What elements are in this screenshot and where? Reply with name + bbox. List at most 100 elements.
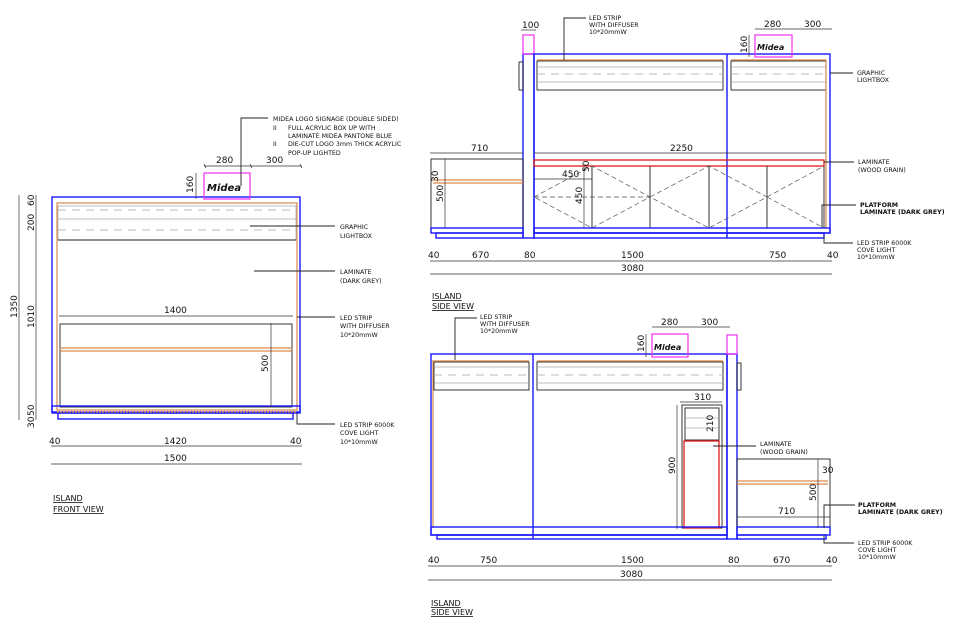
callout-led-strip: 10*20mmW [340,332,378,339]
dim-text: 710 [778,507,795,517]
dim-text: 40 [826,556,838,566]
callout-laminate: (WOOD GRAIN) [760,449,808,456]
bullet: II [273,141,277,148]
plinth [533,232,825,239]
fridge [681,404,723,529]
midea-logo-signage [203,172,251,200]
dim-text: 1350 [10,295,20,318]
front-frame [51,196,301,413]
callout-laminate: (WOOD GRAIN) [858,167,906,174]
front-view: Midea 280 300 160 1350 60 200 1010 30 50… [10,116,402,514]
dim-text: 30 [27,416,37,428]
callout-led-cove: LED STRIP 6000K [858,540,913,547]
front-inner-panel [59,323,293,408]
callout-led-strip: WITH DIFFUSER [340,323,390,330]
graphic-lightbox [536,60,724,91]
dim-text: 50 [27,404,37,416]
callout-platform: LAMINATE (DARK GREY) [860,209,945,216]
callout-led-cove: LED STRIP 6000K [340,422,395,429]
dim-text: 670 [773,556,790,566]
callout-signage: MIDEA LOGO SIGNAGE (DOUBLE SIDED) [273,116,399,123]
side-frame [430,353,728,536]
callout-lightbox: LIGHTBOX [857,77,890,84]
plinth [436,534,728,540]
front-plinth [57,412,294,420]
dim-text: 160 [740,36,750,53]
plinth [736,534,827,540]
dim-text: 280 [216,156,233,166]
callout-led-strip: LED STRIP [340,315,372,322]
dim-text: 3080 [621,264,644,274]
callout-laminate: LAMINATE [340,269,372,276]
view-title: ISLAND [432,292,462,301]
midea-logo-signage [754,34,793,58]
callout-lightbox: GRAPHIC [340,224,369,231]
laminate-wood-grain [533,159,825,167]
graphic-lightbox [536,361,724,391]
dim-text: 280 [661,318,678,328]
dim-text: 200 [27,214,37,231]
callout-lightbox: GRAPHIC [857,70,886,77]
callout-signage: DIE-CUT LOGO 3mm THICK ACRYLIC [288,141,402,148]
view-title: FRONT VIEW [53,505,104,514]
dim-text: 40 [428,556,440,566]
dim-text: 100 [522,21,539,31]
bullet: II [273,125,277,132]
callout-led-strip: 10*20mmW [480,328,518,335]
callout-led-strip: LED STRIP [480,314,512,321]
plinth [435,232,524,239]
callout-led-cove: 10*10mmW [857,254,895,261]
dim-text: 750 [480,556,497,566]
dim-text: 30 [822,466,834,476]
side-view-2: Midea 280 300 160 310 900 210 500 30 710… [428,314,943,617]
dim-text: 300 [266,156,283,166]
midea-logo-signage [651,333,689,358]
dim-text: 1010 [27,305,37,328]
dim-text: 1400 [164,306,187,316]
view-title: ISLAND [53,494,83,503]
dim-text: 1500 [621,556,644,566]
dim-text: 50 [582,160,592,172]
dim-text: 210 [706,415,716,432]
dim-text: 3080 [620,570,643,580]
callout-led-cove: 10*10mmW [858,554,896,561]
post-cap [522,34,535,55]
view-title: ISLAND [431,599,461,608]
midea-logo: Midea [207,183,241,194]
dim-text: 500 [261,355,271,372]
graphic-lightbox [433,361,530,391]
dim-text: 300 [804,20,821,30]
callout-led-cove: COVE LIGHT [340,430,379,437]
dim-text: 300 [701,318,718,328]
callout-platform: PLATFORM [860,202,898,209]
dim-text: 310 [694,393,711,403]
midea-logo: Midea [654,343,681,352]
dim-text: 160 [637,335,647,352]
dim-text: 40 [49,437,61,447]
dim-text: 450 [575,187,585,204]
dim-text: 40 [290,437,302,447]
dim-text: 40 [827,251,839,261]
callout-platform: LAMINATE (DARK GREY) [858,509,943,516]
dim-text: 80 [524,251,536,261]
post [522,53,535,239]
post-cap [726,334,738,355]
callout-led-cove: COVE LIGHT [858,547,897,554]
callout-signage: LAMINATE MIDEA PANTONE BLUE [288,133,392,140]
dim-text: 40 [428,251,440,261]
dim-text: 160 [186,176,196,193]
view-title: SIDE VIEW [431,608,473,617]
dim-text: 60 [27,194,37,206]
dim-text: 750 [769,251,786,261]
view-title: SIDE VIEW [432,302,474,311]
dim-text: 450 [562,170,579,180]
dim-text: 670 [472,251,489,261]
dim-text: 710 [471,144,488,154]
dim-text: 30 [431,170,441,182]
callout-laminate: (DARK GREY) [340,278,382,285]
callout-led-cove: LED STRIP 6000K [857,240,912,247]
callout-signage: POP-UP LIGHTED [288,150,341,157]
callout-lightbox: LIGHTBOX [340,233,373,240]
callout-led-cove: COVE LIGHT [857,247,896,254]
